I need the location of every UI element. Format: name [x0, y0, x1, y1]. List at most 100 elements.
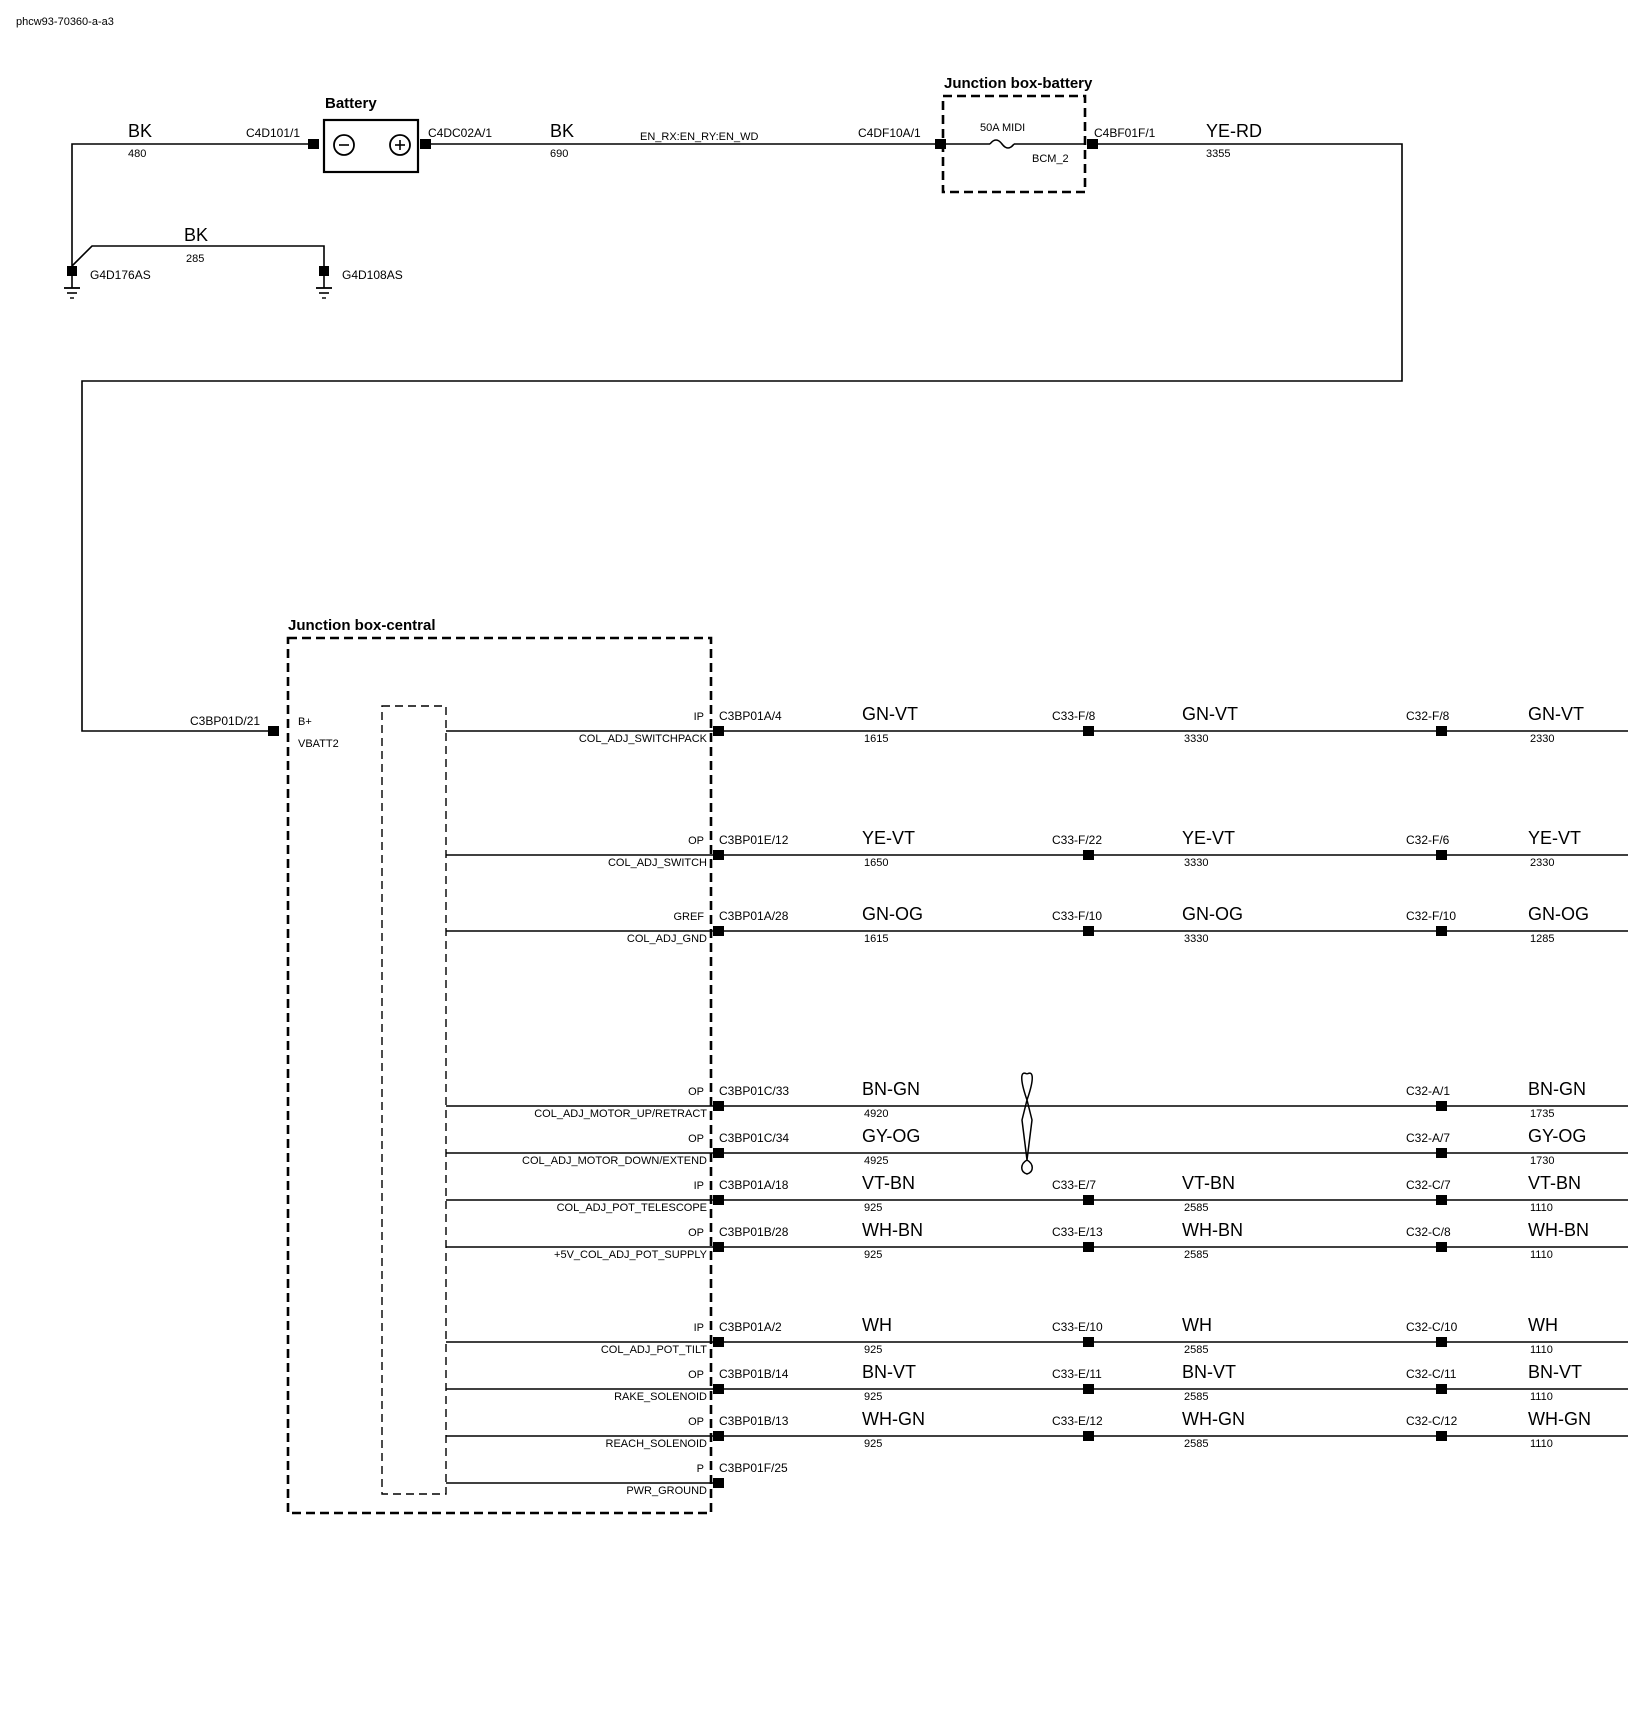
fuse-circuit: BCM_2 [1032, 153, 1069, 165]
wire-color-label: GN-OG [1182, 904, 1243, 924]
wire-3355 [81, 143, 1403, 732]
wire-color-label: VT-BN [1182, 1173, 1235, 1193]
connector-label: C3BP01E/12 [719, 833, 789, 847]
inline-connector-label: C32-C/7 [1406, 1178, 1451, 1192]
jbox-central-internal-module [381, 705, 447, 1495]
wire-color-label: GN-VT [1528, 704, 1584, 724]
wire-480-color: BK [128, 121, 152, 141]
signal-name-label: COL_ADJ_MOTOR_UP/RETRACT [534, 1108, 707, 1120]
inline-connector-label: C32-C/8 [1406, 1225, 1451, 1239]
inline-connector-label: C32-A/7 [1406, 1131, 1450, 1145]
connector-pin [713, 1148, 724, 1158]
connector-pin [713, 1101, 724, 1111]
inline-connector-label: C33-F/22 [1052, 833, 1102, 847]
inline-connector-pin [1436, 1337, 1447, 1347]
pin-type-label: IP [694, 1180, 704, 1192]
wire-color-label: BN-VT [1528, 1362, 1582, 1382]
connector-label: C3BP01A/2 [719, 1320, 782, 1334]
wire-color-label: GN-OG [1528, 904, 1589, 924]
wire-color-label: WH-BN [1182, 1220, 1243, 1240]
battery-right-connector-label: C4DC02A/1 [428, 126, 492, 140]
wire-number-label: 1110 [1530, 1344, 1553, 1356]
signal-name-label: PWR_GROUND [626, 1485, 707, 1497]
wire-number-label: 2330 [1530, 857, 1554, 869]
wire-color-label: WH-BN [862, 1220, 923, 1240]
inline-connector-pin [1083, 1431, 1094, 1441]
wire-color-label: VT-BN [1528, 1173, 1581, 1193]
connector-label: C3BP01C/33 [719, 1084, 789, 1098]
pin-type-label: OP [688, 1086, 704, 1098]
connector-pin-c4d101 [308, 139, 319, 149]
inline-connector-pin [1436, 1242, 1447, 1252]
wire-color-label: GN-VT [1182, 704, 1238, 724]
inline-connector-label: C33-E/11 [1052, 1367, 1102, 1381]
connector-label: C3BP01A/28 [719, 909, 789, 923]
inline-connector-pin [1436, 1195, 1447, 1205]
connector-pin [713, 1195, 724, 1205]
wire-color-label: YE-VT [862, 828, 915, 848]
wire-number-label: 1615 [864, 933, 888, 945]
wire-color-label: WH [1182, 1315, 1212, 1335]
wire-480 [71, 143, 308, 266]
ground-label-g4d176as: G4D176AS [90, 268, 151, 282]
inline-connector-pin [1436, 926, 1447, 936]
signal-name-label: +5V_COL_ADJ_POT_SUPPLY [554, 1249, 708, 1261]
wire-number-label: 1650 [864, 857, 888, 869]
jbox-central-input-pin: B+ [298, 716, 312, 728]
wire-number-label: 3330 [1184, 857, 1208, 869]
wire-color-label: BN-GN [1528, 1079, 1586, 1099]
wire-color-label: WH [1528, 1315, 1558, 1335]
inline-connector-pin [1436, 726, 1447, 736]
ground-icon-g4d108as [316, 266, 332, 299]
wire-color-label: WH-GN [1528, 1409, 1591, 1429]
wire-number-label: 925 [864, 1202, 882, 1214]
inline-connector-label: C32-C/12 [1406, 1414, 1458, 1428]
wire-number-label: 2330 [1530, 733, 1554, 745]
wire-number-label: 1285 [1530, 933, 1554, 945]
wire-number-label: 1730 [1530, 1155, 1554, 1167]
fuse-rating: 50A MIDI [980, 122, 1025, 134]
wire-color-label: GN-VT [862, 704, 918, 724]
connector-pin [713, 1242, 724, 1252]
wire-color-label: VT-BN [862, 1173, 915, 1193]
wire-color-label: WH-GN [1182, 1409, 1245, 1429]
twisted-pair-icon [1021, 1072, 1033, 1175]
wire-number-label: 3330 [1184, 733, 1208, 745]
wire-number-label: 925 [864, 1344, 882, 1356]
inline-connector-pin [1436, 850, 1447, 860]
wire-number-label: 1110 [1530, 1202, 1553, 1214]
pin-type-label: OP [688, 1416, 704, 1428]
wire-3355-color: YE-RD [1206, 121, 1262, 141]
inline-connector-label: C32-C/10 [1406, 1320, 1458, 1334]
wire-color-label: YE-VT [1528, 828, 1581, 848]
signal-name-label: COL_ADJ_GND [627, 933, 707, 945]
pin-type-label: OP [688, 1227, 704, 1239]
inline-connector-pin [1083, 1195, 1094, 1205]
inline-connector-label: C33-F/8 [1052, 709, 1096, 723]
pin-type-label: OP [688, 1133, 704, 1145]
inline-connector-pin [1083, 926, 1094, 936]
jbox-battery-left-connector-label: C4DF10A/1 [858, 126, 921, 140]
inline-connector-label: C32-C/11 [1406, 1367, 1457, 1381]
wire-color-label: WH [862, 1315, 892, 1335]
ground-label-g4d108as: G4D108AS [342, 268, 403, 282]
inline-connector-pin [1083, 726, 1094, 736]
connector-pin [713, 850, 724, 860]
wire-285-number: 285 [186, 253, 204, 265]
wire-color-label: BN-VT [1182, 1362, 1236, 1382]
wire-number-label: 4920 [864, 1108, 888, 1120]
wire-number-label: 2585 [1184, 1249, 1208, 1261]
document-id: phcw93-70360-a-a3 [16, 16, 114, 28]
inline-connector-label: C33-E/7 [1052, 1178, 1096, 1192]
jbox-central-input-signal: VBATT2 [298, 738, 339, 750]
jbox-battery-right-connector-label: C4BF01F/1 [1094, 126, 1156, 140]
fuse-icon [989, 139, 1015, 149]
wire-number-label: 2585 [1184, 1344, 1208, 1356]
pin-type-label: IP [694, 1322, 704, 1334]
connector-label: C3BP01C/34 [719, 1131, 789, 1145]
battery-positive-terminal-icon [389, 134, 411, 156]
wire-color-label: BN-VT [862, 1362, 916, 1382]
inline-connector-pin [1436, 1101, 1447, 1111]
connector-label: C3BP01A/4 [719, 709, 782, 723]
